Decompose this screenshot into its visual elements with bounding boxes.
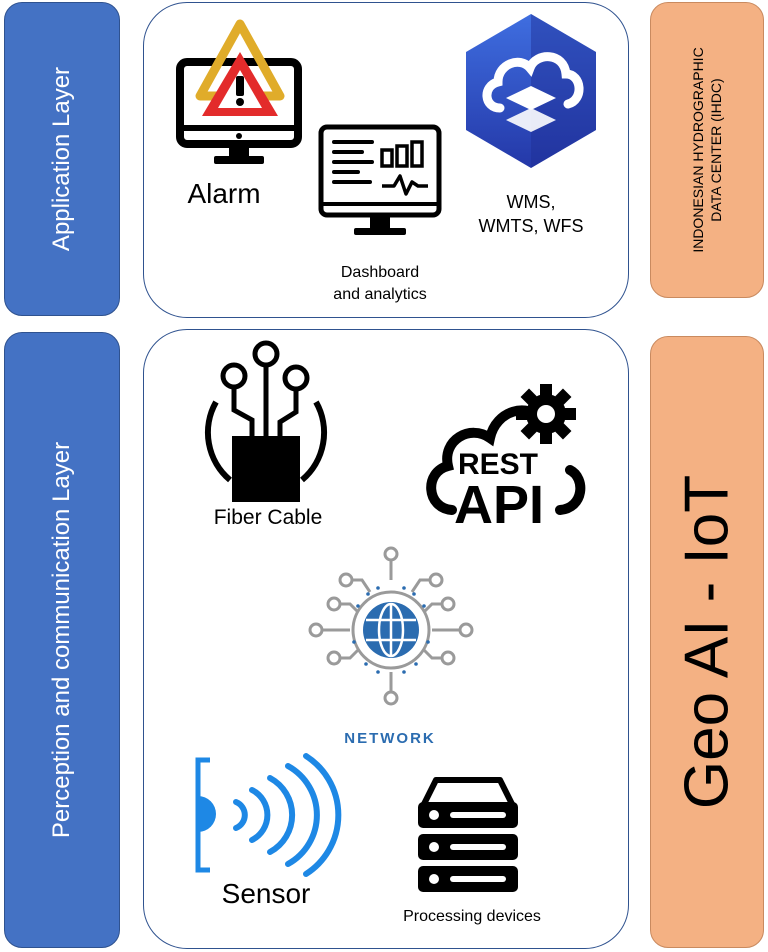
ihdc-box: INDONESIAN HYDROGRAPHIC DATA CENTER (IHD… [650,2,764,298]
geo-ai-iot-box: Geo AI - IoT [650,336,764,948]
monitor-alarm-icon [176,58,302,164]
sensor-label: Sensor [221,878,311,909]
cloud-gear-icon [426,384,586,515]
cloud-layers-icon [466,14,596,168]
dashboard-label-line2: and analytics [333,286,427,303]
ihdc-label: INDONESIAN HYDROGRAPHIC DATA CENTER (IHD… [689,47,725,252]
dashboard-label: Dashboard and analytics [300,262,460,306]
server-stack-icon [418,777,518,892]
ihdc-label-line2: DATA CENTER (IHDC) [708,78,724,222]
perception-layer-bar: Perception and communication Layer [4,332,120,948]
rest-label: REST [457,448,538,481]
perception-layer-label: Perception and communication Layer [48,441,75,839]
wms-label: WMS, WMTS, WFS [458,190,604,238]
fiber-cable-icon [204,340,328,502]
network-label: NETWORK [344,730,436,747]
application-layer-bar: Application Layer [4,2,120,316]
fiber-cable-label: Fiber Cable [213,506,323,529]
application-layer-label: Application Layer [48,66,75,252]
processing-devices-label: Processing devices [403,908,541,925]
dashboard-monitor-icon [318,124,442,235]
network-globe-icon [308,546,474,706]
ihdc-label-line1: INDONESIAN HYDROGRAPHIC [690,47,706,253]
alarm-label: Alarm [187,178,261,209]
geo-ai-iot-label: Geo AI - IoT [672,474,742,810]
wms-label-line1: WMS, [506,192,556,212]
api-label: API [453,475,545,535]
wms-label-line2: WMTS, WFS [478,216,584,236]
warning-triangle-icon [195,19,285,116]
sensor-waves-icon [195,753,342,877]
dashboard-label-line1: Dashboard [340,264,420,281]
